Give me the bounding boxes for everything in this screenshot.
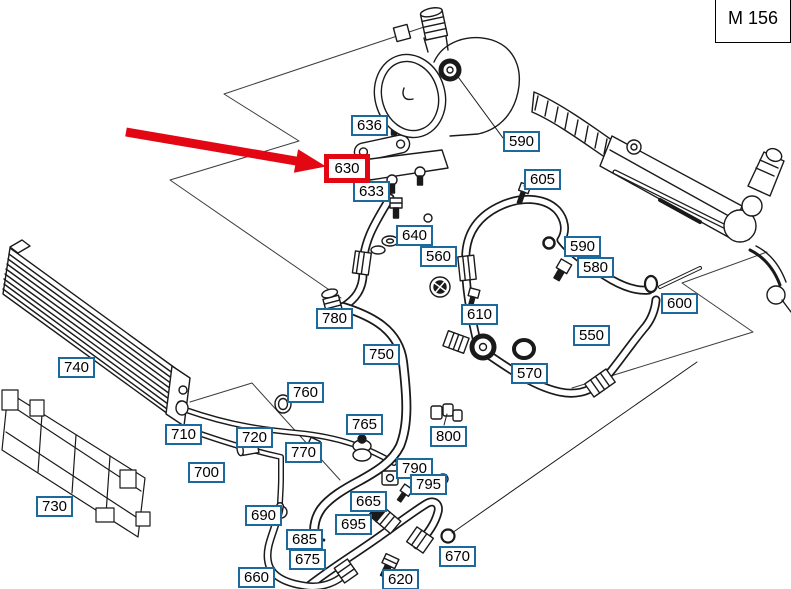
mounting-frame-drawing (1, 389, 151, 538)
part-label-795[interactable]: 795 (410, 474, 447, 495)
part-label-710[interactable]: 710 (165, 424, 202, 445)
part-label-760[interactable]: 760 (287, 382, 324, 403)
part-label-550[interactable]: 550 (573, 325, 610, 346)
part-label-765[interactable]: 765 (346, 414, 383, 435)
part-label-690[interactable]: 690 (245, 505, 282, 526)
part-label-700[interactable]: 700 (188, 462, 225, 483)
part-label-580[interactable]: 580 (577, 257, 614, 278)
part-label-600[interactable]: 600 (661, 293, 698, 314)
part-label-636[interactable]: 636 (351, 115, 388, 136)
part-label-670[interactable]: 670 (439, 546, 476, 567)
part-label-675[interactable]: 675 (289, 549, 326, 570)
model-code-text: M 156 (727, 8, 779, 28)
steering-rack-drawing (531, 91, 791, 313)
part-label-620[interactable]: 620 (382, 569, 419, 589)
oil-cooler-drawing (2, 239, 191, 427)
power-steering-pump-drawing (373, 7, 520, 139)
part-label-570[interactable]: 570 (511, 363, 548, 384)
model-code-box: M 156 (715, 0, 791, 43)
part-label-790[interactable]: 790 (396, 458, 433, 479)
part-label-630[interactable]: 630 (324, 154, 370, 183)
hoses-drawing (268, 198, 702, 588)
part-label-730[interactable]: 730 (36, 496, 73, 517)
part-label-720[interactable]: 720 (236, 427, 273, 448)
part-label-590-2[interactable]: 590 (564, 236, 601, 257)
part-label-685[interactable]: 685 (286, 529, 323, 550)
pump-bracket-drawing (353, 134, 449, 194)
part-label-640[interactable]: 640 (396, 225, 433, 246)
part-label-633[interactable]: 633 (353, 181, 390, 202)
small-parts-drawing (236, 117, 659, 579)
part-label-590[interactable]: 590 (503, 131, 540, 152)
part-label-800[interactable]: 800 (430, 426, 467, 447)
part-label-695[interactable]: 695 (335, 514, 372, 535)
part-label-740[interactable]: 740 (58, 357, 95, 378)
part-label-780[interactable]: 780 (316, 308, 353, 329)
part-label-660[interactable]: 660 (238, 567, 275, 588)
part-label-770[interactable]: 770 (285, 442, 322, 463)
highlight-arrow (125, 127, 326, 173)
part-label-605[interactable]: 605 (524, 169, 561, 190)
part-label-665[interactable]: 665 (350, 491, 387, 512)
part-label-750[interactable]: 750 (363, 344, 400, 365)
part-label-610[interactable]: 610 (461, 304, 498, 325)
part-label-560[interactable]: 560 (420, 246, 457, 267)
